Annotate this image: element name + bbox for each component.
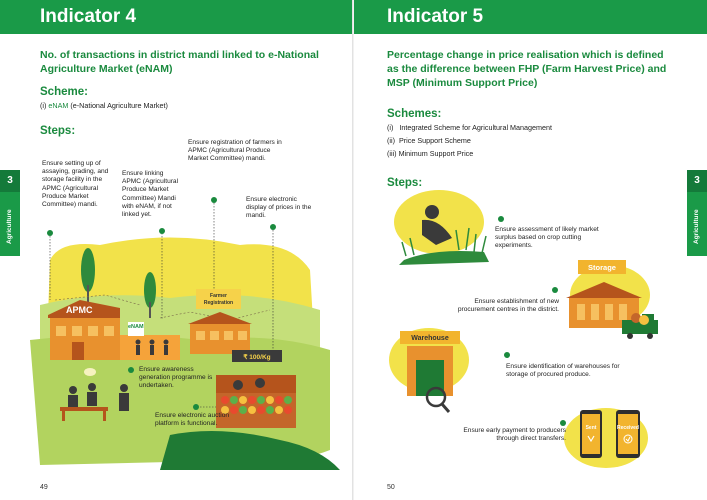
side-tab-label: Agriculture bbox=[693, 209, 700, 244]
warehouse-label: Warehouse bbox=[411, 335, 449, 342]
left-page: Indicator 4 No. of transactions in distr… bbox=[0, 0, 353, 500]
book-spine bbox=[352, 0, 355, 500]
right-page: Indicator 5 Percentage change in price r… bbox=[354, 0, 707, 500]
step-marker bbox=[498, 216, 504, 222]
mandi-illustration: APMC eNAM Farmer Registration ₹ 100/Kg bbox=[30, 200, 340, 470]
scheme-rest: (e-National Agriculture Market) bbox=[68, 101, 168, 110]
steps-heading: Steps: bbox=[40, 125, 76, 137]
page-header: Indicator 4 bbox=[0, 0, 353, 34]
scheme-item: (ii) Price Support Scheme bbox=[387, 136, 471, 145]
page-number: 49 bbox=[40, 484, 48, 491]
received-label: Received bbox=[617, 425, 639, 431]
step-marker bbox=[159, 228, 165, 234]
steps-heading: Steps: bbox=[387, 177, 423, 189]
step-marker bbox=[193, 404, 199, 410]
step-annotation: Ensure identification of warehouses for … bbox=[506, 363, 620, 379]
step-annotation: Ensure electronic auction platform is fu… bbox=[155, 412, 230, 428]
step-marker bbox=[552, 287, 558, 293]
scheme-item: (iii) Minimum Support Price bbox=[387, 149, 474, 158]
page-number: 50 bbox=[387, 484, 395, 491]
scheme-heading: Scheme: bbox=[40, 86, 88, 98]
step-annotation: Ensure early payment to producers throug… bbox=[463, 427, 566, 443]
step-marker bbox=[504, 352, 510, 358]
step-annotation: Ensure registration of farmers in APMC (… bbox=[188, 139, 282, 163]
page-header: Indicator 5 bbox=[354, 0, 707, 34]
side-tab-label: Agriculture bbox=[6, 209, 13, 244]
step-marker bbox=[128, 367, 134, 373]
sent-label: Sent bbox=[586, 425, 597, 431]
step-annotation: Ensure electronic display of prices in t… bbox=[246, 196, 312, 220]
step-annotation: Ensure establishment of new procurement … bbox=[457, 298, 559, 314]
apmc-label: APMC bbox=[66, 305, 93, 315]
step-annotation: Ensure awareness generation programme is… bbox=[139, 366, 213, 390]
step-annotation: Ensure assessment of likely market surpl… bbox=[495, 226, 599, 250]
procurement-illustration: Storage Warehouse Sent Received bbox=[389, 190, 658, 468]
scheme-name: eNAM bbox=[48, 101, 69, 110]
scheme-line: (i) eNAM (e-National Agriculture Market) bbox=[40, 101, 168, 110]
step-marker bbox=[211, 197, 217, 203]
schemes-heading: Schemes: bbox=[387, 108, 442, 120]
side-tab-number: 3 bbox=[687, 170, 707, 192]
scheme-prefix: (i) bbox=[40, 101, 49, 110]
side-tab-number: 3 bbox=[0, 170, 20, 192]
storage-label: Storage bbox=[588, 263, 616, 272]
step-marker bbox=[47, 230, 53, 236]
indicator-title: Percentage change in price realisation w… bbox=[387, 49, 667, 89]
step-marker bbox=[270, 224, 276, 230]
price-board-label: ₹ 100/Kg bbox=[243, 353, 270, 361]
step-annotation: Ensure setting up of assaying, grading, … bbox=[42, 160, 109, 209]
scheme-item: (i) Integrated Scheme for Agricultural M… bbox=[387, 123, 552, 132]
farmer-registration-label: Farmer bbox=[210, 293, 227, 299]
indicator-title: No. of transactions in district mandi li… bbox=[40, 49, 319, 75]
enam-label: eNAM bbox=[128, 324, 144, 330]
step-annotation: Ensure linking APMC (Agricultural Produc… bbox=[122, 170, 179, 219]
farmer-registration-label-2: Registration bbox=[204, 300, 233, 306]
step-marker bbox=[560, 420, 566, 426]
